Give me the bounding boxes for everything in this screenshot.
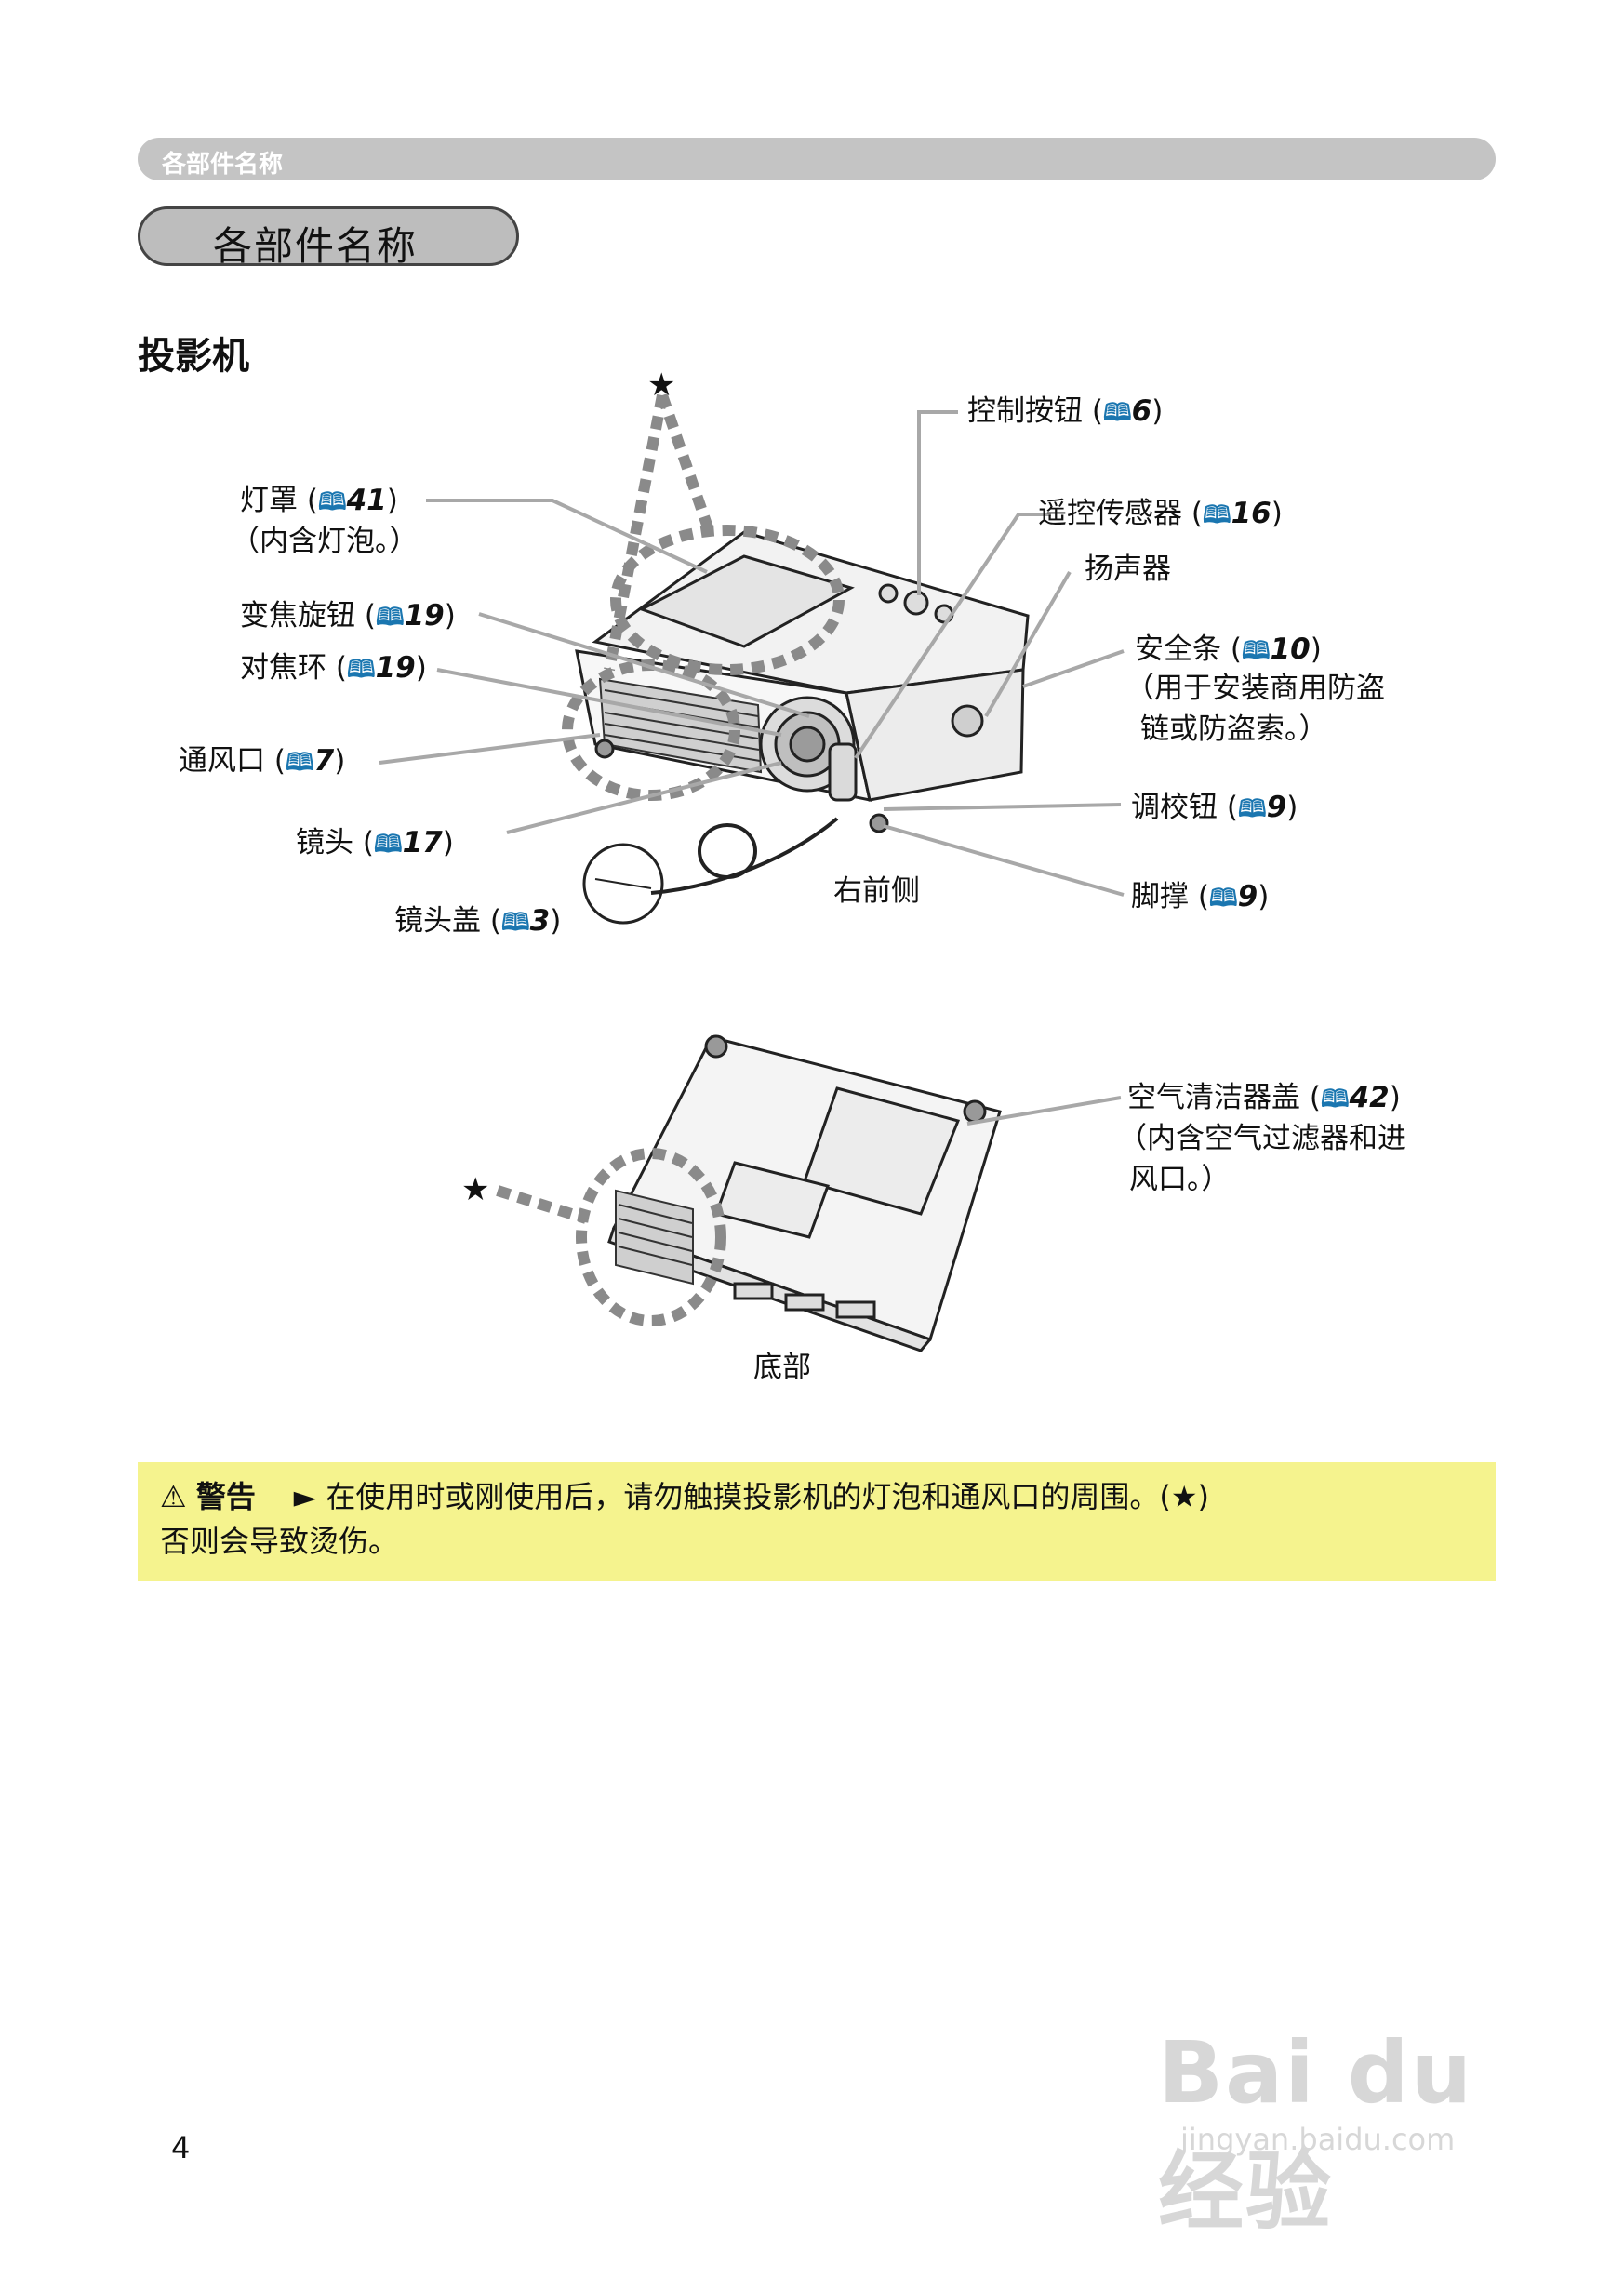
book-icon: 🕮	[500, 909, 530, 937]
watermark-url: jingyan.baidu.com	[1180, 2122, 1456, 2157]
warning-box: ⚠ 警告 ► 在使用时或刚使用后，请勿触摸投影机的灯泡和通风口的周围。(★) 否…	[138, 1462, 1496, 1581]
label-security-bar-note-2: 链或防盗索。）	[1140, 713, 1328, 746]
section-title-pill: 各部件名称	[138, 206, 519, 269]
label-lens-cap: 镜头盖 (🕮3)	[394, 900, 561, 943]
book-icon: 🕮	[346, 656, 376, 684]
svg-text:★: ★	[461, 1171, 489, 1208]
warning-line-1: ⚠ 警告 ► 在使用时或刚使用后，请勿触摸投影机的灯泡和通风口的周围。(★)	[160, 1475, 1209, 1518]
label-air-filter-note-2: 风口。）	[1129, 1163, 1231, 1196]
warning-icon: ⚠	[160, 1479, 187, 1514]
label-adjust-button: 调校钮 (🕮9)	[1131, 787, 1298, 830]
section-title: 各部件名称	[213, 223, 419, 269]
label-lamp-cover-note: （内含灯泡。）	[231, 525, 419, 558]
hot-area-outline-bottom	[496, 1148, 726, 1326]
projector-front-illustration	[575, 530, 1030, 833]
label-lens: 镜头 (🕮17)	[296, 822, 454, 865]
book-icon: 🕮	[373, 831, 403, 859]
label-foot: 脚撑 (🕮9)	[1131, 876, 1269, 919]
lens-cap-illustration	[582, 817, 839, 925]
leader-lines	[379, 410, 1125, 1126]
book-icon: 🕮	[1241, 637, 1271, 665]
label-speaker: 扬声器	[1085, 553, 1171, 586]
book-icon: 🕮	[285, 749, 314, 777]
subheading: 投影机	[138, 335, 249, 378]
book-icon: 🕮	[317, 488, 347, 516]
label-control-buttons: 控制按钮 (🕮6)	[967, 391, 1163, 433]
book-icon: 🕮	[1208, 885, 1238, 913]
svg-text:★: ★	[647, 366, 675, 404]
running-header-bar: 各部件名称	[138, 138, 1496, 180]
page-number: 4	[171, 2130, 191, 2165]
label-air-filter-note-1: （内含空气过滤器和进	[1118, 1122, 1406, 1155]
arrow-icon: ►	[293, 1479, 317, 1514]
warning-text-1: 在使用时或刚使用后，请勿触摸投影机的灯泡和通风口的周围。(★)	[326, 1479, 1210, 1514]
book-icon: 🕮	[1320, 1086, 1350, 1113]
label-remote-sensor: 遥控传感器 (🕮16)	[1038, 493, 1283, 536]
caption-front-right: 右前侧	[833, 874, 920, 908]
warning-word: 警告	[195, 1479, 256, 1514]
book-icon: 🕮	[1102, 399, 1132, 427]
label-vent: 通风口 (🕮7)	[179, 740, 345, 783]
label-lamp-cover: 灯罩 (🕮41)	[240, 480, 398, 523]
book-icon: 🕮	[1237, 795, 1267, 823]
book-icon: 🕮	[375, 604, 405, 632]
caption-bottom: 底部	[753, 1351, 811, 1384]
label-security-bar: 安全条 (🕮10)	[1135, 629, 1322, 672]
book-icon: 🕮	[1202, 501, 1231, 529]
star-icon: ★	[461, 1171, 489, 1208]
label-security-bar-note-1: （用于安装商用防盗	[1125, 672, 1385, 705]
projector-bottom-illustration	[607, 1034, 1002, 1352]
label-focus-ring: 对焦环 (🕮19)	[240, 647, 427, 690]
warning-line-2: 否则会导致烫伤。	[160, 1524, 399, 1559]
label-zoom-knob: 变焦旋钮 (🕮19)	[240, 595, 456, 638]
watermark-logo: Bai du 经验	[1158, 2023, 1474, 2242]
running-header-title: 各部件名称	[162, 151, 284, 179]
label-air-filter-cover: 空气清洁器盖 (🕮42)	[1127, 1077, 1401, 1120]
watermark: Bai du 经验 jingyan.baidu.com	[1158, 1995, 1549, 2242]
star-icon: ★	[647, 366, 675, 404]
